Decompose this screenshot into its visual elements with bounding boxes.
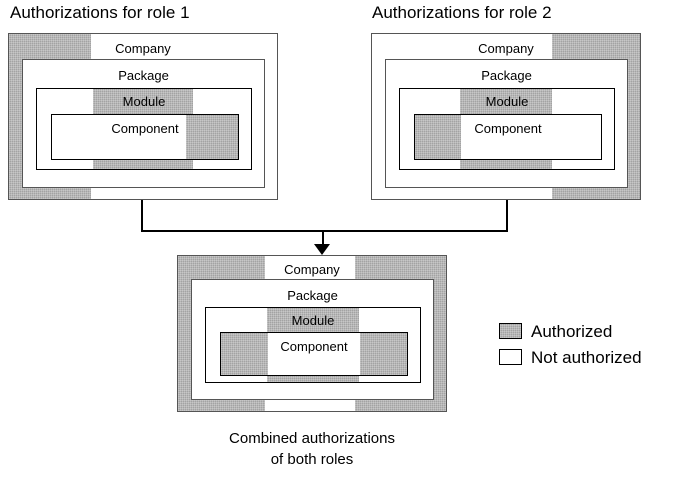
role2-component-label: Component bbox=[474, 121, 542, 136]
legend-label-not-authorized: Not authorized bbox=[531, 347, 642, 367]
role2-module-label: Module bbox=[485, 94, 529, 109]
connector-horizontal-join bbox=[141, 230, 508, 232]
legend-item-authorized: Authorized bbox=[499, 318, 642, 344]
combined-connector-vertical bbox=[322, 230, 324, 247]
combined-package-box: Package Module Component bbox=[191, 279, 434, 400]
role2-company-label: Company bbox=[478, 41, 534, 56]
role2-connector-vertical bbox=[506, 200, 508, 232]
role1-module-label: Module bbox=[122, 94, 166, 109]
combined-component-box: Component bbox=[220, 332, 408, 376]
combined-arrowhead-icon bbox=[314, 244, 330, 255]
combined-company-label: Company bbox=[284, 262, 340, 277]
role2-package-box: Package Module Component bbox=[385, 59, 628, 188]
combined-component-label: Component bbox=[280, 339, 348, 354]
legend-swatch-authorized-icon bbox=[499, 323, 522, 339]
role1-component-box: Component bbox=[51, 114, 239, 160]
role1-company-label: Company bbox=[115, 41, 171, 56]
legend: Authorized Not authorized bbox=[499, 318, 642, 370]
combined-component-authorized-band-left bbox=[221, 333, 268, 375]
role1-component-authorized-band bbox=[186, 115, 238, 159]
role1-title: Authorizations for role 1 bbox=[10, 3, 190, 22]
role1-package-box: Package Module Component bbox=[22, 59, 265, 188]
combined-module-label: Module bbox=[291, 313, 335, 328]
role2-title: Authorizations for role 2 bbox=[372, 3, 552, 22]
role2-component-authorized-band bbox=[415, 115, 461, 159]
combined-module-box: Module Component bbox=[205, 307, 421, 383]
role1-module-box: Module Component bbox=[36, 88, 252, 170]
role1-company-box: Company Package Module Component bbox=[8, 33, 278, 200]
role1-component-label: Component bbox=[111, 121, 179, 136]
combined-caption-line1: Combined authorizations bbox=[229, 430, 395, 447]
role1-package-label: Package bbox=[118, 68, 169, 83]
combined-package-label: Package bbox=[287, 288, 338, 303]
legend-item-not-authorized: Not authorized bbox=[499, 344, 642, 370]
legend-label-authorized: Authorized bbox=[531, 321, 613, 341]
combined-caption-line2: of both roles bbox=[270, 451, 354, 468]
combined-company-box: Company Package Module Component bbox=[177, 255, 447, 412]
role1-connector-vertical bbox=[141, 200, 143, 232]
legend-swatch-not-authorized-icon bbox=[499, 349, 522, 365]
role2-component-box: Component bbox=[414, 114, 602, 160]
role2-package-label: Package bbox=[481, 68, 532, 83]
role2-company-box: Company Package Module Component bbox=[371, 33, 641, 200]
combined-component-authorized-band-right bbox=[360, 333, 407, 375]
role2-module-box: Module Component bbox=[399, 88, 615, 170]
